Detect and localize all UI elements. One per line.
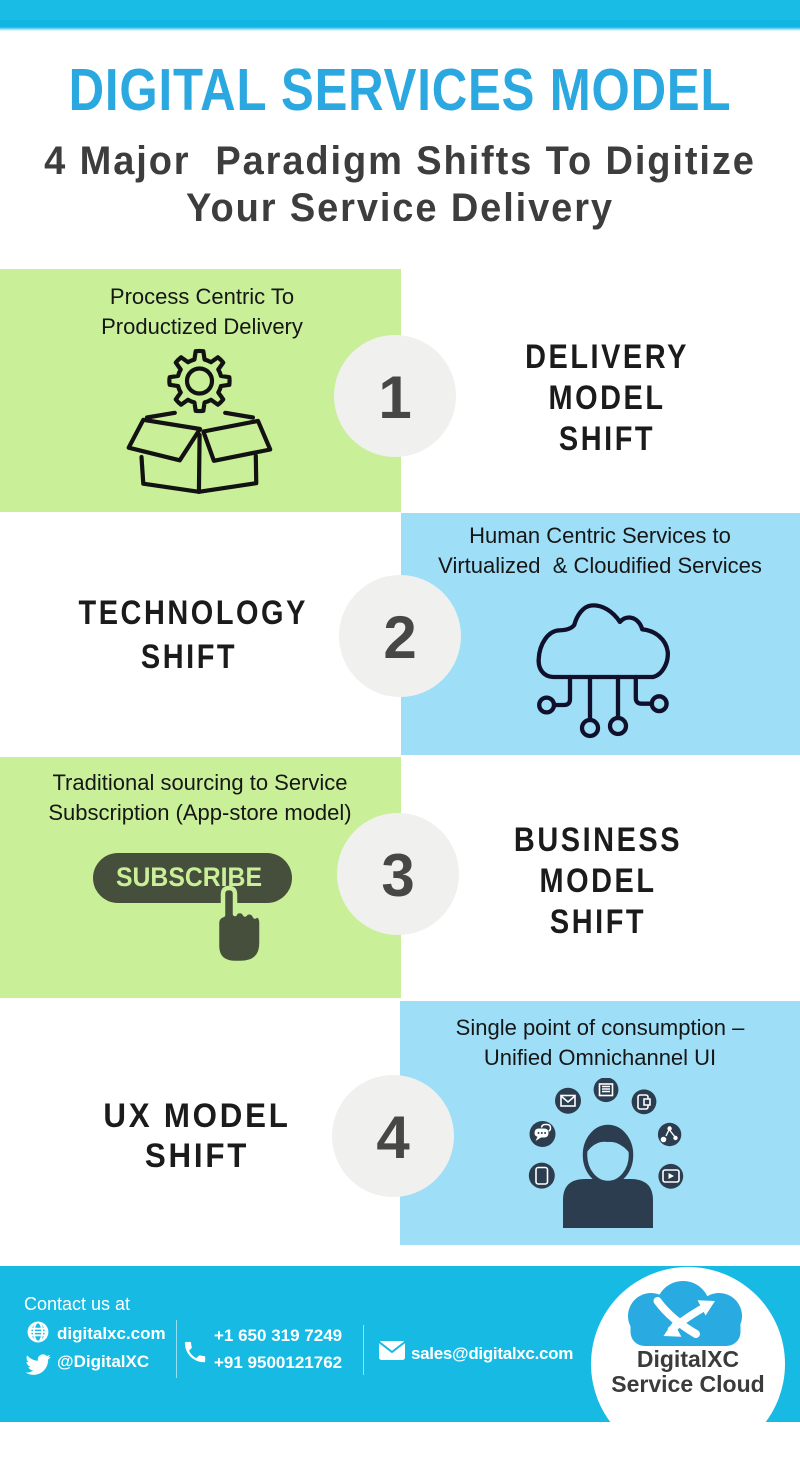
svg-text:SUBSCRIBE: SUBSCRIBE (116, 862, 262, 892)
